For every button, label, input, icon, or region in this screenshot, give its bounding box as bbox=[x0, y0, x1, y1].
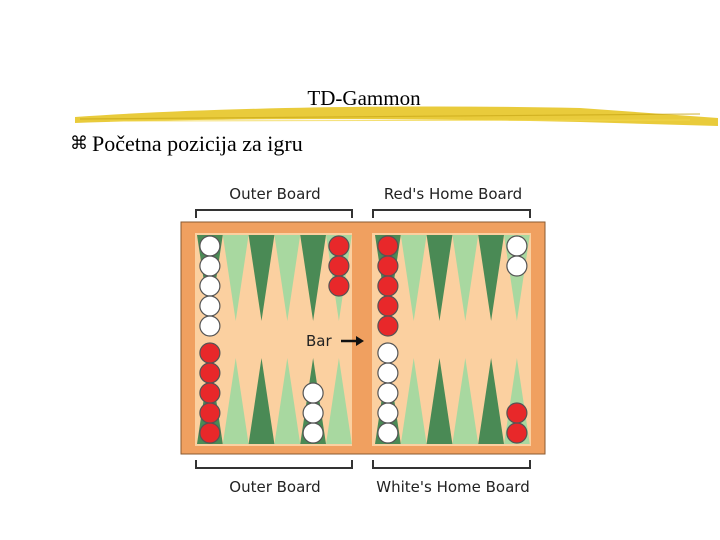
board-point bbox=[478, 358, 504, 444]
red-checker bbox=[199, 402, 221, 424]
board-point bbox=[426, 235, 453, 321]
board-point bbox=[504, 235, 530, 321]
board-point bbox=[326, 358, 352, 444]
red-checker bbox=[328, 255, 350, 277]
white-checker bbox=[199, 255, 221, 277]
red-checker bbox=[377, 235, 399, 257]
red-checker bbox=[328, 275, 350, 297]
z-bullet-icon: ⌘ bbox=[70, 133, 88, 154]
brace-bottom-left bbox=[195, 460, 353, 469]
red-checker bbox=[199, 342, 221, 364]
slide-title: TD-Gammon bbox=[307, 86, 421, 110]
board-point bbox=[504, 358, 530, 444]
red-checker bbox=[506, 422, 528, 444]
board-point bbox=[400, 235, 427, 321]
board-point bbox=[452, 235, 479, 321]
bullet-text: Početna pozicija za igru bbox=[92, 131, 303, 156]
brace-top-left bbox=[195, 209, 353, 218]
bar-label: Bar bbox=[306, 332, 332, 350]
red-checker bbox=[377, 315, 399, 337]
label-top-right-red-home-board: Red's Home Board bbox=[384, 185, 522, 203]
white-checker bbox=[199, 315, 221, 337]
board-point bbox=[400, 358, 427, 444]
white-checker bbox=[199, 275, 221, 297]
red-checker bbox=[199, 422, 221, 444]
board-point bbox=[248, 235, 275, 321]
brace-top-right bbox=[372, 209, 531, 218]
brace-bottom-right bbox=[372, 460, 531, 469]
white-checker bbox=[199, 235, 221, 257]
left-field bbox=[195, 233, 352, 446]
board-point bbox=[222, 235, 249, 321]
board-point bbox=[248, 358, 275, 444]
board-point bbox=[478, 235, 504, 321]
white-checker bbox=[377, 342, 399, 364]
board-point bbox=[300, 235, 326, 321]
board-point bbox=[274, 358, 301, 444]
label-bottom-left-outer-board: Outer Board bbox=[229, 478, 320, 496]
bar-arrowhead bbox=[356, 336, 364, 346]
red-checker bbox=[377, 255, 399, 277]
board-point bbox=[426, 358, 453, 444]
white-checker bbox=[302, 382, 324, 404]
red-checker bbox=[506, 402, 528, 424]
white-checker bbox=[377, 362, 399, 384]
label-bottom-right-white-home-board: White's Home Board bbox=[376, 478, 529, 496]
red-checker bbox=[328, 235, 350, 257]
white-checker bbox=[377, 382, 399, 404]
white-checker bbox=[302, 422, 324, 444]
red-checker bbox=[199, 382, 221, 404]
board-point bbox=[222, 358, 249, 444]
board-point bbox=[274, 235, 301, 321]
board-point bbox=[452, 358, 479, 444]
red-checker bbox=[377, 295, 399, 317]
white-checker bbox=[506, 255, 528, 277]
white-checker bbox=[302, 402, 324, 424]
label-top-left-outer-board: Outer Board bbox=[229, 185, 320, 203]
red-checker bbox=[377, 275, 399, 297]
red-checker bbox=[199, 362, 221, 384]
white-checker bbox=[377, 402, 399, 424]
white-checker bbox=[377, 422, 399, 444]
white-checker bbox=[199, 295, 221, 317]
white-checker bbox=[506, 235, 528, 257]
right-field bbox=[372, 233, 531, 446]
